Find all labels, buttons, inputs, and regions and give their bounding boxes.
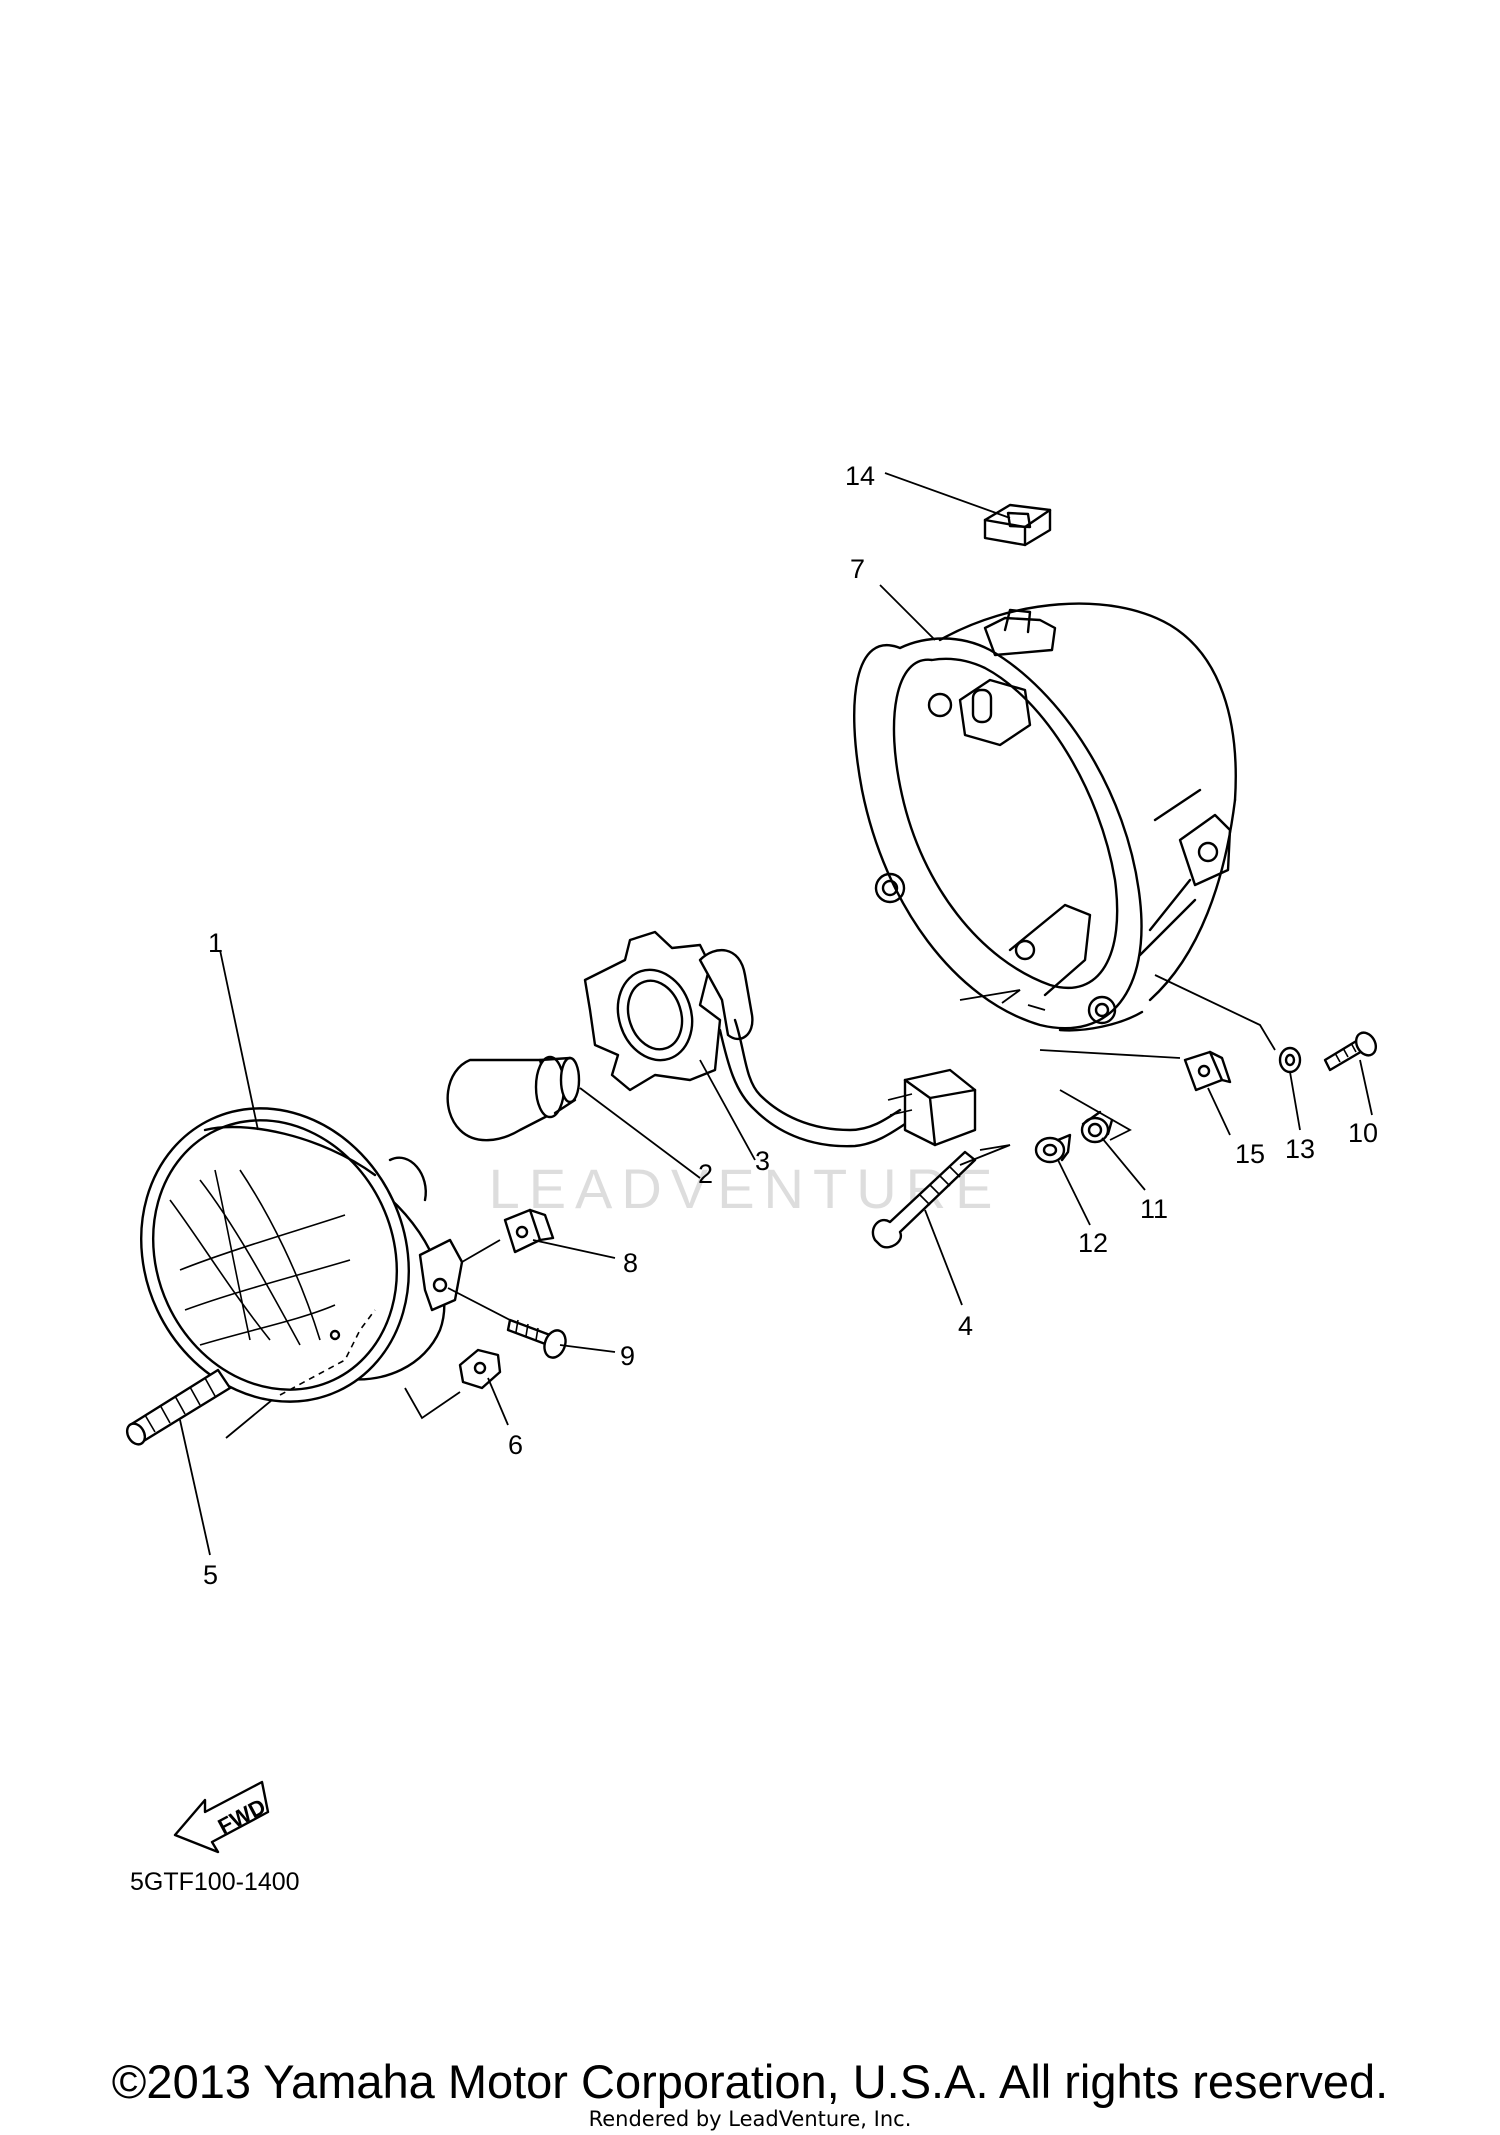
part-12-collar — [1034, 1133, 1072, 1164]
callout-8: 8 — [623, 1248, 638, 1278]
copyright-notice: ©2013 Yamaha Motor Corporation, U.S.A. A… — [111, 2055, 1389, 2108]
part-15-clip-nut — [1183, 1050, 1232, 1092]
callout-9: 9 — [620, 1341, 635, 1371]
part-3-socket-harness — [583, 930, 977, 1148]
callout-2: 2 — [698, 1159, 713, 1189]
part-13-washer — [1278, 1046, 1302, 1074]
callout-15: 15 — [1235, 1139, 1265, 1169]
leader-lines — [179, 472, 1373, 1556]
part-14-clip — [983, 503, 1052, 547]
part-4-screw — [871, 1150, 977, 1249]
diagram-code: 5GTF100-1400 — [130, 1868, 300, 1896]
part-11-grommet — [1080, 1110, 1114, 1144]
part-9-screw — [506, 1318, 567, 1359]
part-5-adjust-screw — [125, 1368, 232, 1446]
part-2-bulb — [446, 1055, 581, 1142]
callout-10: 10 — [1348, 1118, 1378, 1148]
callout-1: 1 — [208, 928, 223, 958]
callout-14: 14 — [845, 461, 875, 491]
rendered-by-notice: Rendered by LeadVenture, Inc. — [588, 2107, 912, 2131]
callout-7: 7 — [850, 554, 865, 584]
callout-13: 13 — [1285, 1134, 1315, 1164]
part-10-screw — [1323, 1031, 1378, 1072]
part-8-clip-nut — [503, 1208, 555, 1254]
callout-6: 6 — [508, 1430, 523, 1460]
part-1-headlight — [140, 1107, 464, 1403]
callout-11: 11 — [1140, 1194, 1168, 1224]
part-6-nut — [458, 1348, 502, 1390]
callout-4: 4 — [958, 1311, 973, 1341]
callout-3: 3 — [755, 1146, 770, 1176]
callout-5: 5 — [203, 1560, 218, 1590]
fwd-arrow-icon: FWD — [173, 1780, 270, 1854]
part-7-housing — [853, 602, 1237, 1032]
callout-12: 12 — [1078, 1228, 1108, 1258]
callouts: 1 2 3 4 5 6 7 8 9 10 11 12 13 14 15 — [203, 461, 1378, 1590]
